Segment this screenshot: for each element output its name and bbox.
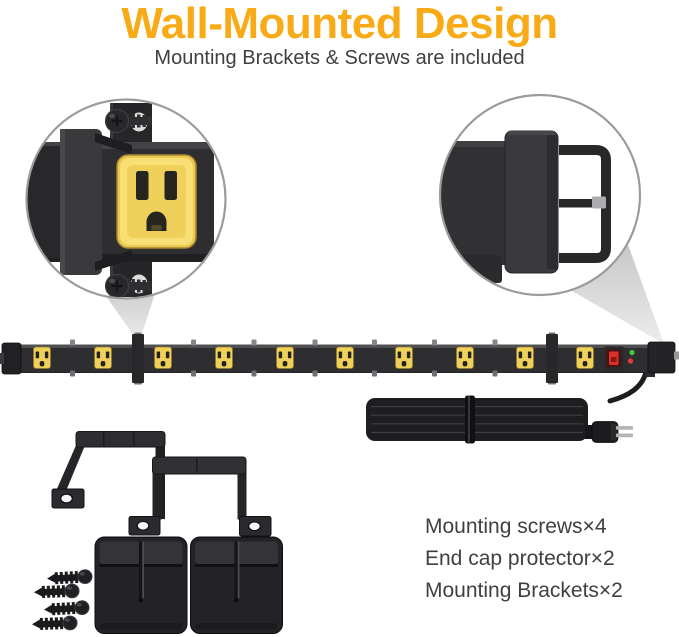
included-item-end-cap-protector: End cap protector×2: [425, 547, 615, 570]
end-cap-protector: [190, 536, 283, 634]
strip-outlets: [33, 346, 594, 369]
power-switch: [604, 346, 624, 373]
mounting-screw-bottom: [104, 273, 152, 298]
power-strip: [0, 332, 679, 385]
page-subtitle: Mounting Brackets & Screws are included: [154, 47, 525, 69]
power-plug: [585, 421, 633, 443]
plug-prong: [616, 426, 633, 430]
mounting-bracket-back: [51, 431, 166, 519]
strip-mounting-brackets: [132, 332, 558, 385]
bracket-clamp: [60, 129, 102, 275]
led-indicator-red: [627, 358, 634, 364]
mounting-screw-top: [104, 108, 152, 134]
outlet-detail: [116, 154, 197, 249]
included-item-mounting-brackets: Mounting Brackets×2: [425, 579, 623, 602]
kit-screw: [31, 615, 78, 632]
mounting-bracket-front: [128, 456, 272, 537]
kit-screw: [33, 583, 80, 600]
strip-right-end-cap: [647, 341, 676, 374]
plug-prong: [616, 433, 633, 438]
strip-body: [14, 344, 648, 373]
kit-screw: [46, 568, 93, 586]
kit-screw: [43, 599, 90, 617]
page-title: Wall-Mounted Design: [121, 0, 558, 48]
callout-outlet-bracket: [25, 98, 227, 300]
power-cord: [366, 369, 649, 444]
mounting-kit: [31, 431, 283, 634]
led-indicator-green: [629, 349, 635, 356]
end-cap-protector: [94, 536, 188, 634]
included-item-mounting-screws: Mounting screws×4: [425, 515, 607, 538]
strip-left-end-cap: [1, 342, 22, 375]
included-list: Mounting screws×4 End cap protector×2 Mo…: [425, 511, 623, 607]
strip-rivets: [70, 339, 498, 377]
